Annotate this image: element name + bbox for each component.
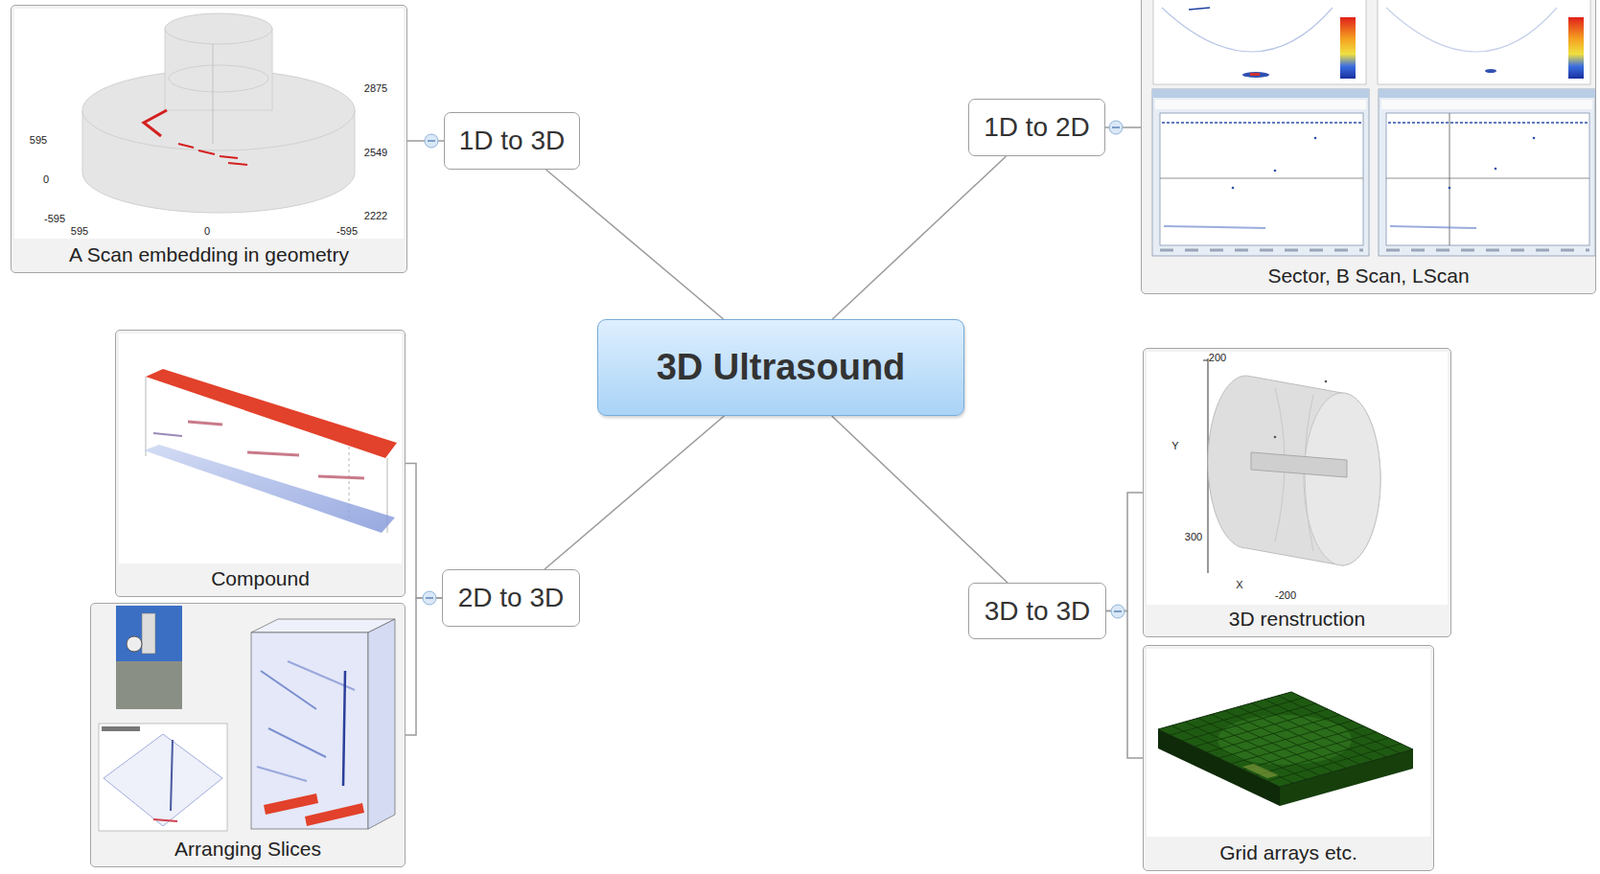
axis-label: -595 bbox=[44, 208, 66, 227]
image-panel: Grid arrays etc. bbox=[1142, 645, 1435, 872]
branch-topic: 1D to 3D bbox=[443, 112, 580, 170]
compound-volume bbox=[143, 369, 397, 534]
axis-label: 595 bbox=[70, 221, 89, 239]
axis-label-text: 200 bbox=[1208, 351, 1227, 364]
sector-image bbox=[1153, 0, 1591, 85]
caption-text: Arranging Slices bbox=[174, 837, 322, 867]
axis-label-text: 2875 bbox=[364, 82, 388, 94]
axis-label-text: 595 bbox=[70, 225, 89, 237]
axis-label-text: 0 bbox=[43, 173, 49, 186]
caption-text: 3D renstruction bbox=[1228, 607, 1366, 637]
branch-connector bbox=[1106, 611, 1143, 760]
branch-connector bbox=[1106, 492, 1143, 612]
slice-volume bbox=[251, 619, 395, 830]
axis-label: 200 bbox=[1208, 347, 1227, 366]
axis-label-text: Y bbox=[1171, 440, 1179, 452]
axis-label: 595 bbox=[29, 130, 47, 148]
axis-label-text: 300 bbox=[1184, 531, 1203, 543]
reconstruction-cylinder bbox=[1203, 358, 1381, 574]
slice-fan bbox=[98, 723, 228, 832]
axis-label: -200 bbox=[1275, 585, 1297, 603]
branch-connector bbox=[546, 169, 724, 320]
axis-label: 300 bbox=[1184, 527, 1203, 545]
branch-connector bbox=[405, 598, 442, 736]
axis-label-text: 2222 bbox=[364, 209, 388, 222]
collapse-button bbox=[422, 120, 1125, 619]
flange-geometry bbox=[82, 13, 355, 213]
branch-topic: 1D to 2D bbox=[968, 98, 1106, 157]
axis-label: 2549 bbox=[364, 142, 388, 161]
axis-label: Y bbox=[1171, 436, 1179, 454]
branch-topic: 3D to 3D bbox=[968, 582, 1107, 640]
branch-connector bbox=[544, 416, 724, 570]
caption-text: Sector, B Scan, LScan bbox=[1267, 264, 1469, 294]
axis-label-text: -200 bbox=[1275, 589, 1297, 602]
axis-label-text: -595 bbox=[44, 212, 66, 225]
axis-label: -595 bbox=[336, 221, 358, 239]
caption-text: Grid arrays etc. bbox=[1219, 841, 1358, 871]
b-scan-window bbox=[1152, 89, 1596, 256]
branch-topic: 2D to 3D bbox=[441, 569, 580, 627]
topic-text: 1D to 3D bbox=[459, 125, 566, 157]
axis-label: X bbox=[1235, 575, 1243, 593]
branch-connector bbox=[832, 156, 1006, 320]
topic-text: 3D Ultrasound bbox=[656, 347, 906, 389]
topic-text: 3D to 3D bbox=[984, 596, 1091, 627]
caption-text: A Scan embedding in geometry bbox=[69, 243, 349, 273]
collapse-minus bbox=[425, 127, 1122, 612]
axis-label: 2875 bbox=[364, 78, 388, 96]
axis-label-text: 2549 bbox=[364, 146, 388, 159]
branch-connector bbox=[405, 463, 442, 600]
branch-connector bbox=[832, 416, 1008, 583]
axis-label-text: -595 bbox=[336, 225, 358, 237]
axis-label: 2222 bbox=[364, 206, 388, 224]
a-scan-trace bbox=[143, 110, 248, 165]
axis-label: 0 bbox=[204, 221, 210, 239]
axis-label-text: 0 bbox=[204, 225, 210, 237]
central-topic: 3D Ultrasound bbox=[597, 319, 965, 417]
image-panel: Arranging Slices bbox=[90, 602, 406, 868]
grid-array bbox=[1158, 692, 1414, 807]
panel-ground bbox=[11, 0, 1596, 871]
axis-label: 0 bbox=[43, 169, 49, 187]
topic-text: 2D to 3D bbox=[458, 582, 565, 614]
slice-photo bbox=[115, 605, 183, 710]
axis-label-text: X bbox=[1235, 579, 1243, 591]
axis-label-text: 595 bbox=[29, 134, 47, 146]
topic-text: 1D to 2D bbox=[983, 112, 1090, 143]
image-panel: Compound bbox=[115, 329, 406, 598]
caption-text: Compound bbox=[210, 567, 310, 597]
image-panel: 3D renstruction bbox=[1142, 347, 1452, 638]
image-area bbox=[14, 8, 1448, 837]
image-panel: Sector, B Scan, LScan bbox=[1140, 0, 1597, 295]
